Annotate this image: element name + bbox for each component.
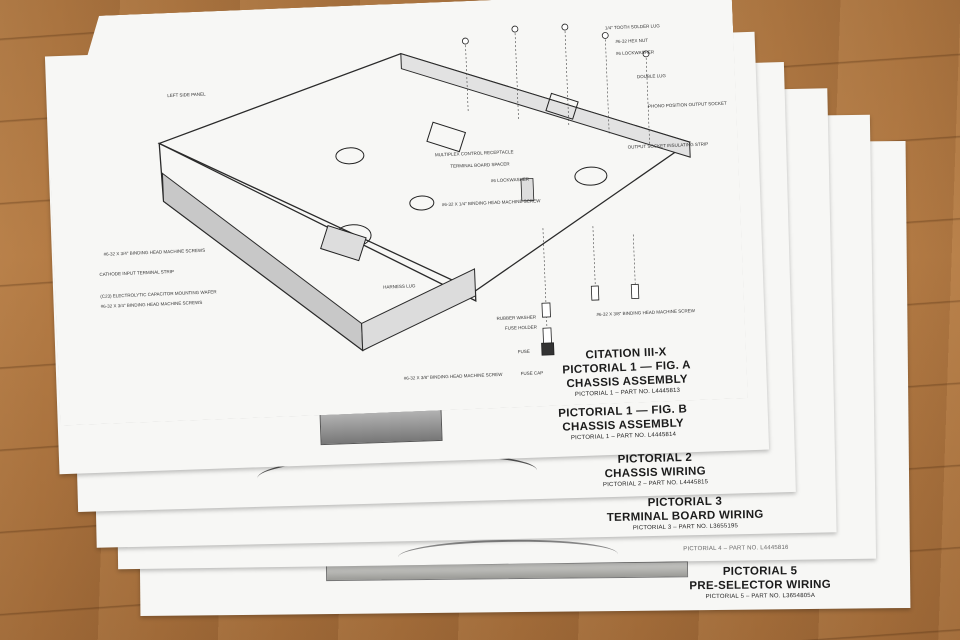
socket-plate-3 [546,93,578,119]
chassis-exploded-drawing [44,0,748,426]
sheet-pictorial-1-fig-a: LEFT SIDE PANEL TERMINAL BOARD SPACER #6… [44,0,748,426]
sheet-4-caption: PICTORIAL 4 – PART NO. L4445816 [636,543,836,553]
chassis-hole-3 [575,167,608,186]
sheet-5-title-2: PRE-SELECTOR WIRING [689,578,832,593]
sheet-5-caption: PICTORIAL 5 PRE-SELECTOR WIRING PICTORIA… [660,563,860,600]
sheet-5-part: PICTORIAL 5 – PART NO. L3654805A [705,592,816,601]
chassis-front-rim [401,42,690,168]
chassis-back-flange [360,269,478,351]
socket-plate-2 [321,226,366,261]
sheet-4-part: PICTORIAL 4 – PART NO. L4445816 [683,544,789,553]
sheet-1b-caption: PICTORIAL 1 — FIG. B CHASSIS ASSEMBLY PI… [517,401,728,443]
socket-plate-1 [427,122,465,151]
chassis-top-plate [156,42,695,303]
sheet-4-drawing-arc [397,538,619,574]
sheet-3-caption: PICTORIAL 3 TERMINAL BOARD WIRING PICTOR… [570,493,801,533]
sheet-1a-caption: CITATION III-X PICTORIAL 1 — FIG. A CHAS… [526,343,728,400]
chassis-hole-1 [336,147,365,164]
exploded-hardware [462,21,661,358]
chassis-hole-2 [410,195,435,210]
